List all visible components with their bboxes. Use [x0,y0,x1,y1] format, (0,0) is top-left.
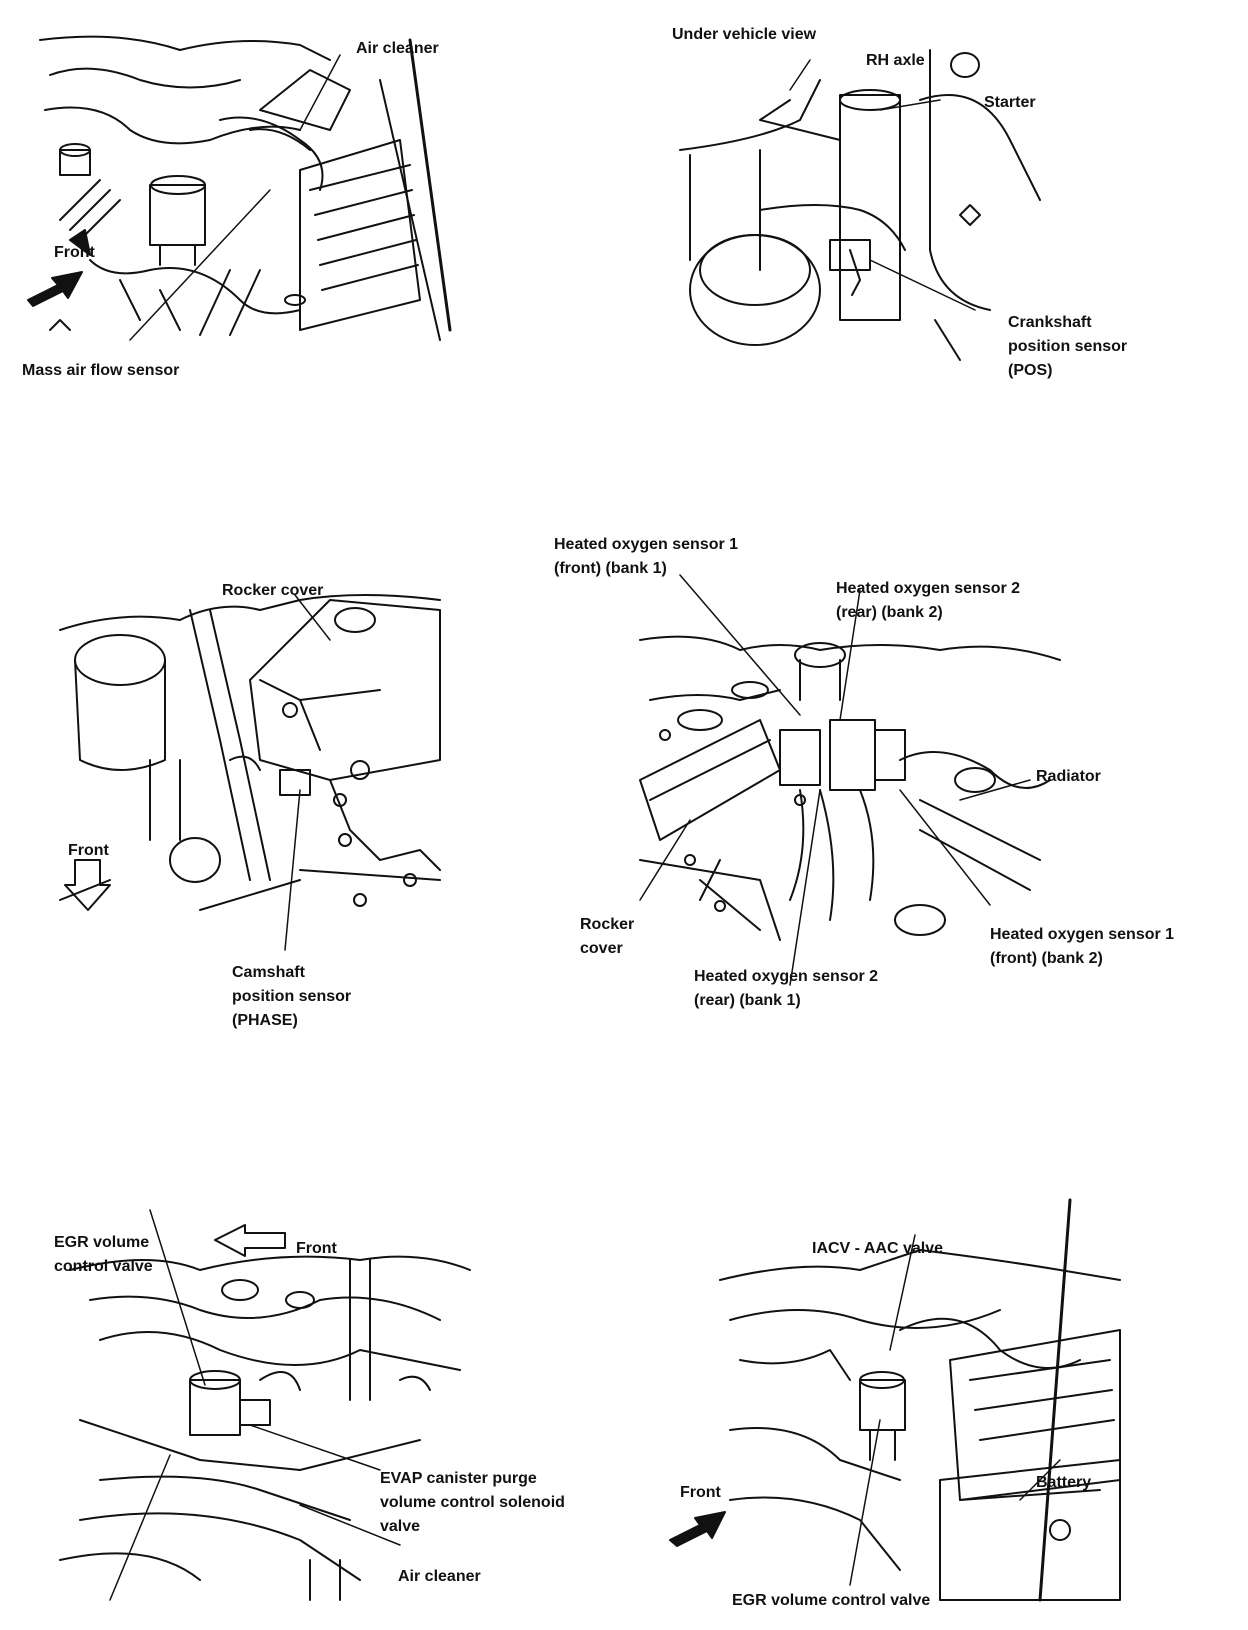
label-evap-line1: EVAP canister purge [380,1470,537,1487]
label-camshaft-line3: (PHASE) [232,1012,298,1029]
label-iacv-aac-valve: IACV - AAC valve [812,1240,943,1257]
engine-drawing-o2 [639,574,1061,986]
label-mass-air-flow-sensor: Mass air flow sensor [22,362,180,379]
label-hos2-bank2-line1: Heated oxygen sensor 2 [836,580,1021,597]
label-starter: Starter [984,94,1036,111]
label-hos2-bank1-line2: (rear) (bank 1) [694,992,801,1009]
label-air-cleaner: Air cleaner [356,40,439,57]
label-rh-axle: RH axle [866,52,925,69]
label-egr-line2: control valve [54,1258,153,1275]
label-evap-line2: volume control solenoid [380,1494,565,1511]
label-crankshaft-line3: (POS) [1008,362,1053,379]
label-hos1-bank1-line1: Heated oxygen sensor 1 [554,536,739,553]
label-crankshaft-line1: Crankshaft [1008,314,1092,331]
label-hos1-bank2-line2: (front) (bank 2) [990,950,1103,967]
label-crankshaft-line2: position sensor [1008,338,1128,355]
label-camshaft-line1: Camshaft [232,964,305,981]
underbody-drawing-crank [679,49,1041,361]
label-rocker-cover: Rocker cover [222,582,324,599]
label-under-vehicle-view: Under vehicle view [672,26,817,43]
label-hos1-bank1-line2: (front) (bank 1) [554,560,667,577]
engine-bay-drawing-maf [27,35,452,341]
label-hos2-bank1-line1: Heated oxygen sensor 2 [694,968,879,985]
label-camshaft-line2: position sensor [232,988,352,1005]
label-radiator: Radiator [1036,768,1101,785]
engine-bay-drawing-egr [59,1209,471,1601]
label-front: Front [680,1484,721,1501]
label-rocker-line1: Rocker [580,916,635,933]
engine-top-drawing-cam [59,594,441,951]
label-front: Front [296,1240,337,1257]
label-hos1-bank2-line1: Heated oxygen sensor 1 [990,926,1175,943]
label-front: Front [68,842,109,859]
label-evap-line3: valve [380,1518,421,1535]
label-egr-line1: EGR volume [54,1234,150,1251]
label-air-cleaner: Air cleaner [398,1568,481,1585]
label-front: Front [54,244,95,261]
label-battery: Battery [1036,1474,1092,1491]
engine-bay-drawing-iacv [669,1198,1121,1602]
label-rocker-line2: cover [580,940,623,957]
label-hos2-bank2-line2: (rear) (bank 2) [836,604,943,621]
label-egr-volume-control-valve: EGR volume control valve [732,1592,931,1609]
